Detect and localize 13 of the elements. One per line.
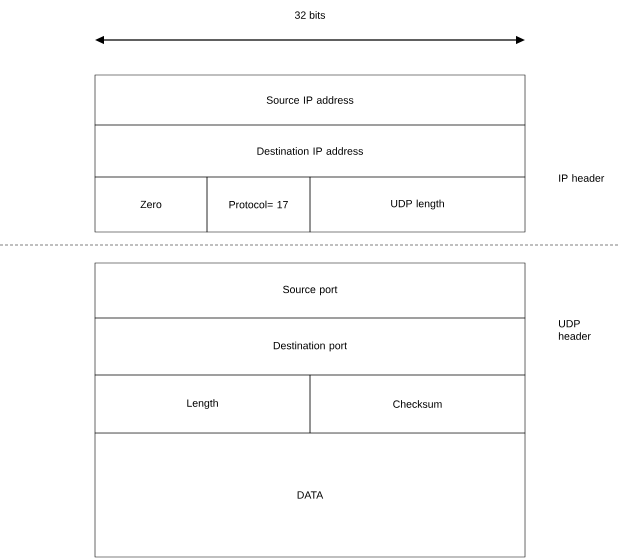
- header-field: Protocol= 17: [206, 176, 310, 232]
- header-field: Source IP address: [94, 74, 526, 126]
- header-field: Zero: [94, 176, 208, 232]
- header-field: Checksum: [310, 374, 526, 434]
- dimension-label: 32 bits: [294, 11, 326, 19]
- header-field: Source port: [94, 262, 526, 318]
- section-label: UDP header: [558, 320, 591, 340]
- header-field: UDP length: [310, 176, 526, 232]
- header-field: Length: [94, 374, 310, 434]
- header-field: Destination port: [94, 318, 526, 376]
- data-field: DATA: [94, 432, 526, 558]
- section-label: IP header: [559, 174, 604, 182]
- header-field: Destination IP address: [94, 124, 526, 178]
